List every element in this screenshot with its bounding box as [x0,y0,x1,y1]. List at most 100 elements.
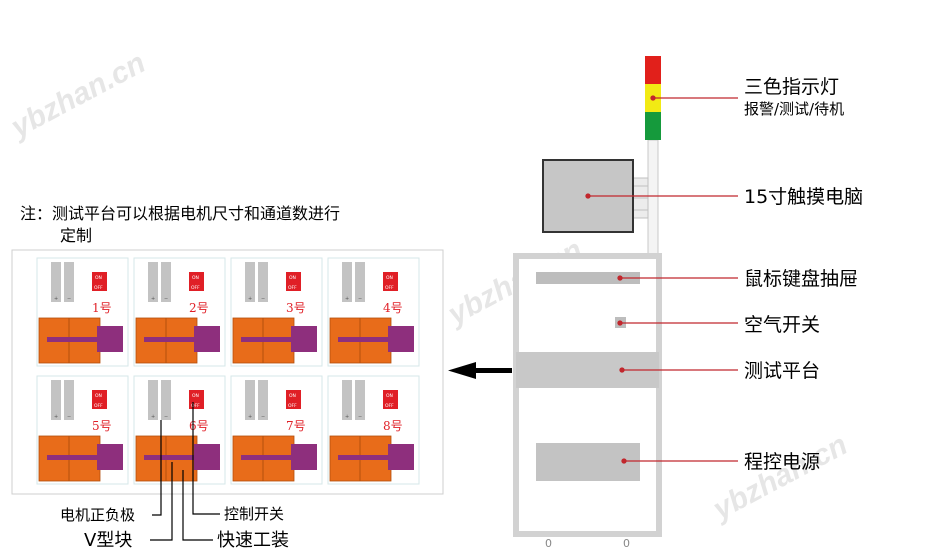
terminal-negative [355,262,365,302]
switch-on-label: ON [289,393,296,399]
terminal-minus-label: − [164,296,168,302]
station-cell: + − ON OFF 3号 [230,257,323,367]
leader-quick-fixture [182,470,213,541]
station-cell: + − ON OFF 5号 [36,375,129,485]
label-tower-light: 三色指示灯 [744,76,839,98]
terminal-plus-label: + [248,296,252,302]
terminal-positive [148,262,158,302]
terminal-minus-label: − [358,296,362,302]
label-motor-terminals: 电机正负极 [60,506,135,524]
station-number: 2号 [189,301,209,315]
motor-shaft [338,455,388,460]
arrow-left-icon [448,362,512,379]
terminal-minus-label: − [164,414,168,420]
terminal-plus-label: + [54,414,58,420]
station-number: 7号 [286,419,306,433]
station-number: 4号 [383,301,403,315]
motor-shaft [241,455,291,460]
leader-v-block [150,462,173,541]
terminal-minus-label: − [358,414,362,420]
keyboard-drawer [536,272,640,284]
terminal-minus-label: − [67,414,71,420]
motor-shaft [338,337,388,342]
terminal-plus-label: + [54,296,58,302]
switch-off-label: OFF [385,403,394,409]
terminal-positive [51,262,61,302]
terminal-positive [51,380,61,420]
watermark-top-left: ybzhan.cn [4,46,151,145]
note-line-2: 定制 [60,226,92,245]
terminal-negative [64,380,74,420]
switch-on-label: ON [386,275,393,281]
label-test-platform: 测试平台 [744,360,820,382]
switch-off-label: OFF [191,403,200,409]
control-switch [383,272,398,291]
motor-body [97,444,123,470]
leader-motor-terminals [152,420,162,516]
control-switch [92,390,107,409]
station-number: 3号 [286,301,306,315]
terminal-negative [161,380,171,420]
terminal-negative [258,380,268,420]
motor-body [291,444,317,470]
tower-light-green [645,112,661,140]
motor-body [291,326,317,352]
station-number: 5号 [92,419,112,433]
motor-shaft [241,337,291,342]
motor-body [194,326,220,352]
motor-body [388,326,414,352]
motor-shaft [47,337,97,342]
terminal-negative [258,262,268,302]
station-cell: + − ON OFF 4号 [327,257,420,367]
control-switch [383,390,398,409]
motor-body [97,326,123,352]
terminal-plus-label: + [151,414,155,420]
station-number: 8号 [383,419,403,433]
switch-on-label: ON [192,275,199,281]
station-number: 6号 [189,419,209,433]
motor-shaft [144,337,194,342]
switch-off-label: OFF [385,285,394,291]
label-quick-fixture: 快速工装 [217,530,289,551]
label-power-supply: 程控电源 [744,451,820,473]
cabinet-frame [513,253,662,537]
switch-off-label: OFF [288,403,297,409]
wheel-right: 0 [623,537,630,550]
terminal-minus-label: − [261,296,265,302]
motor-shaft [47,455,97,460]
station-grid: + − ON OFF 1号 + − ON OFF 2号 + − ON OFF 3号 + − ON OFF 4号 + − ON… [36,257,420,485]
control-switch [286,390,301,409]
tower-light-red [645,56,661,84]
terminal-positive [245,262,255,302]
note-line-1: 注：测试平台可以根据电机尺寸和通道数进行 [20,204,340,223]
switch-on-label: ON [192,393,199,399]
terminal-plus-label: + [151,296,155,302]
control-switch [286,272,301,291]
switch-off-label: OFF [94,403,103,409]
switch-on-label: ON [95,275,102,281]
terminal-positive [148,380,158,420]
motor-body [194,444,220,470]
test-cabinet: 0 0 [513,56,662,550]
wheel-left: 0 [545,537,552,550]
switch-on-label: ON [95,393,102,399]
terminal-negative [355,380,365,420]
switch-on-label: ON [386,393,393,399]
switch-on-label: ON [289,275,296,281]
switch-off-label: OFF [288,285,297,291]
switch-off-label: OFF [94,285,103,291]
label-v-block: V型块 [84,530,132,551]
station-cell: + − ON OFF 6号 [133,375,226,485]
switch-off-label: OFF [191,285,200,291]
station-number: 1号 [92,301,112,315]
label-tower-light-sub: 报警/测试/待机 [744,100,844,118]
terminal-positive [245,380,255,420]
terminal-plus-label: + [345,296,349,302]
label-control-switch: 控制开关 [224,505,284,523]
label-touch-pc: 15寸触摸电脑 [744,186,863,208]
terminal-minus-label: − [261,414,265,420]
control-switch [92,272,107,291]
